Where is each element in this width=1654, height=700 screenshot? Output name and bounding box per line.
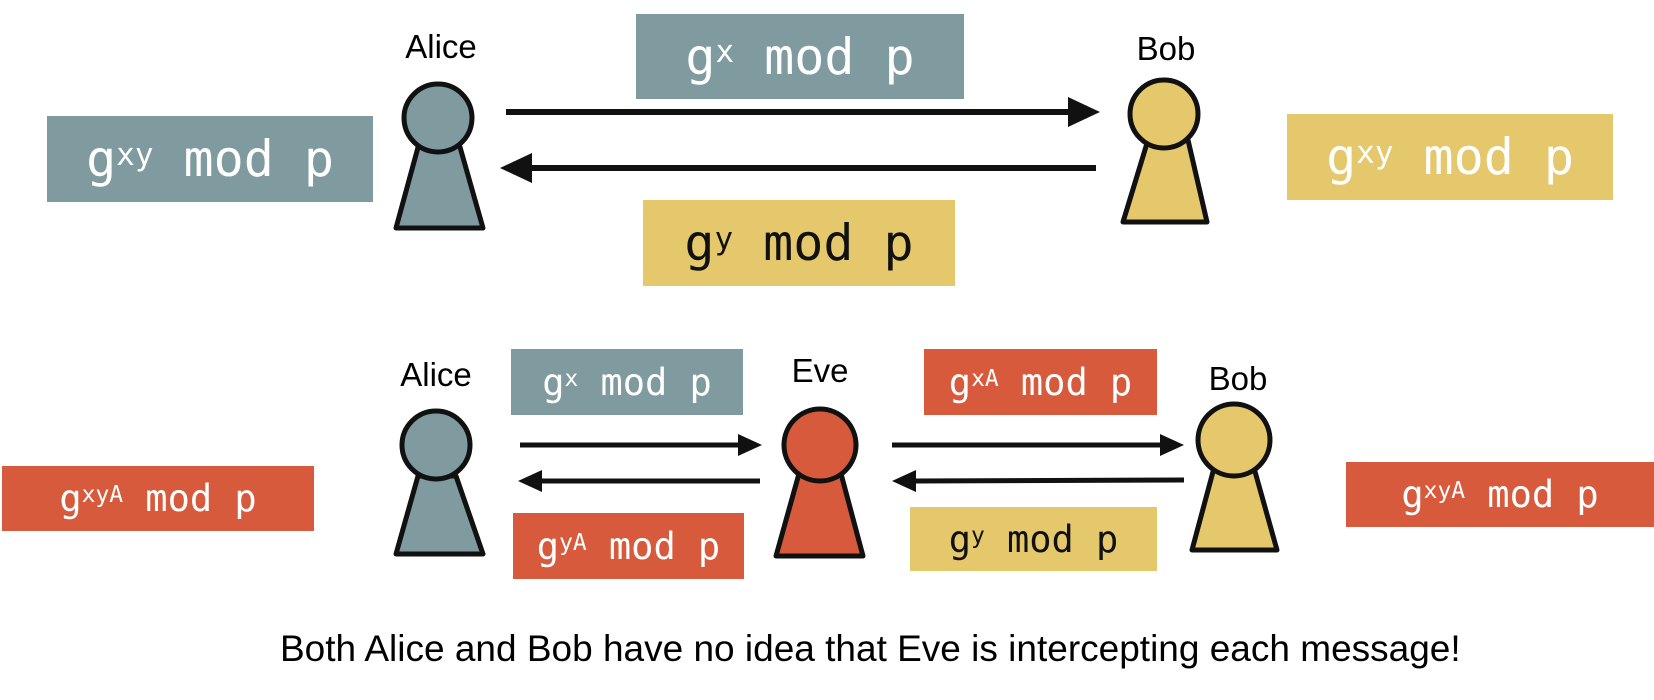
mod-word: mod: [764, 27, 855, 86]
modulus: p: [1543, 128, 1574, 186]
eve-figure: [773, 406, 866, 559]
alice-label-top: Alice: [405, 28, 477, 65]
exponent: y: [970, 522, 985, 549]
exponent: x: [564, 365, 579, 392]
exponent: xyA: [81, 482, 124, 509]
base: g: [948, 360, 972, 404]
modulus: p: [883, 214, 914, 272]
exponent: y: [714, 220, 734, 257]
modulus: p: [1109, 360, 1133, 404]
mod-word: mod: [183, 130, 274, 188]
mod-word: mod: [1006, 517, 1074, 561]
arrow-alice-to-bob: [506, 97, 1100, 127]
base: g: [684, 214, 715, 272]
bob-figure-top: [1120, 77, 1210, 225]
alice-figure-bottom: [393, 408, 486, 557]
alice-label-bottom: Alice: [400, 356, 472, 393]
base: g: [86, 130, 117, 188]
modulus: p: [689, 360, 712, 404]
bob-label-top: Bob: [1136, 30, 1196, 67]
modulus: p: [697, 524, 721, 568]
mod-word: mod: [600, 360, 668, 404]
base: g: [948, 517, 971, 561]
mod-word: mod: [763, 214, 854, 272]
exponent: xy: [1356, 134, 1394, 171]
bob-figure-bottom: [1189, 401, 1280, 553]
modulus: p: [303, 130, 334, 188]
arrow-eve-to-bob: [892, 434, 1184, 456]
base: g: [1326, 128, 1357, 186]
exponent: xy: [116, 136, 154, 173]
arrow-alice-to-eve: [520, 434, 762, 456]
base: g: [1401, 473, 1424, 516]
mod-word: mod: [1020, 360, 1088, 404]
modulus: p: [884, 27, 915, 86]
mod-word: mod: [608, 524, 676, 568]
base: g: [59, 477, 82, 520]
modulus: p: [1576, 473, 1599, 516]
arrow-bob-to-alice: [500, 153, 1096, 183]
mod-word: mod: [1487, 473, 1555, 516]
exponent: xyA: [1423, 478, 1466, 505]
modulus: p: [234, 477, 257, 520]
base: g: [536, 524, 560, 568]
exponent: yA: [559, 529, 587, 556]
mod-word: mod: [145, 477, 213, 520]
exponent: xA: [971, 365, 999, 392]
modulus: p: [1096, 517, 1119, 561]
base: g: [685, 27, 716, 86]
bob-label-bottom: Bob: [1208, 360, 1268, 397]
mod-word: mod: [1423, 128, 1514, 186]
caption: Both Alice and Bob have no idea that Eve…: [280, 628, 1461, 669]
alice-figure-top: [393, 81, 486, 231]
arrow-bob-to-eve: [892, 470, 1185, 492]
base: g: [542, 360, 565, 404]
exponent: x: [715, 34, 735, 71]
arrow-eve-to-alice: [518, 470, 760, 492]
eve-label: Eve: [791, 352, 849, 389]
